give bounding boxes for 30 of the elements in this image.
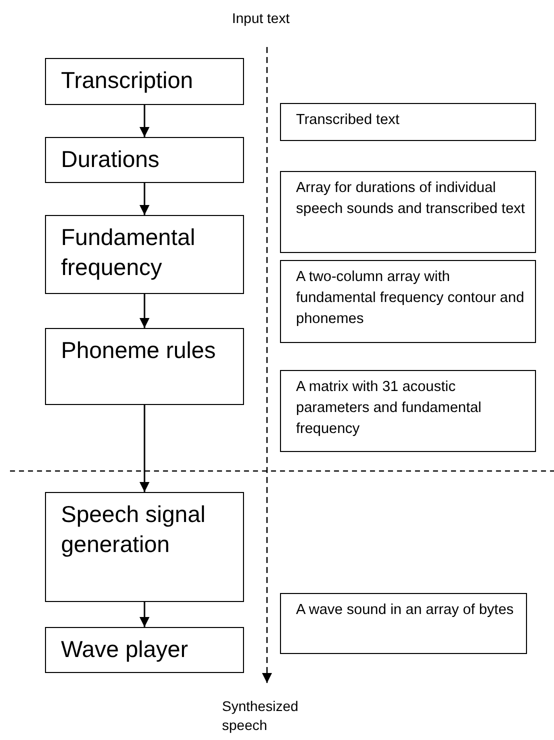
process-box bbox=[45, 215, 244, 294]
data-box bbox=[280, 593, 527, 654]
process-box bbox=[45, 328, 244, 405]
process-label: Durations bbox=[61, 145, 160, 174]
terminal-label: Synthesized speech bbox=[222, 697, 300, 735]
process-label: Fundamental frequency bbox=[61, 223, 196, 282]
data-box bbox=[280, 370, 536, 452]
arrow bbox=[140, 294, 150, 328]
arrow bbox=[140, 602, 150, 627]
arrow bbox=[140, 105, 150, 137]
data-label: Array for durations of individual speech sounds and transcribed text bbox=[296, 179, 526, 219]
process-label: Speech signal generation bbox=[61, 500, 206, 559]
terminal-label: Input text bbox=[232, 9, 291, 28]
process-box bbox=[45, 137, 244, 183]
arrow bbox=[140, 405, 150, 492]
data-label: A matrix with 31 acoustic parameters and fundamental frequency bbox=[296, 378, 482, 439]
data-label: A two-column array with fundamental frequency contour and phonemes bbox=[296, 268, 526, 329]
data-box bbox=[280, 260, 536, 343]
process-label: Phoneme rules bbox=[61, 336, 217, 365]
process-box bbox=[45, 627, 244, 673]
process-label: Wave player bbox=[61, 635, 189, 664]
process-box bbox=[45, 492, 244, 602]
dashed-arrow bbox=[262, 47, 272, 683]
arrow bbox=[140, 183, 150, 215]
process-label: Transcription bbox=[61, 66, 194, 95]
process-box bbox=[45, 58, 244, 105]
data-label: Transcribed text bbox=[296, 111, 400, 130]
data-label: A wave sound in an array of bytes bbox=[296, 601, 515, 620]
data-box bbox=[280, 103, 536, 141]
data-box bbox=[280, 171, 536, 253]
